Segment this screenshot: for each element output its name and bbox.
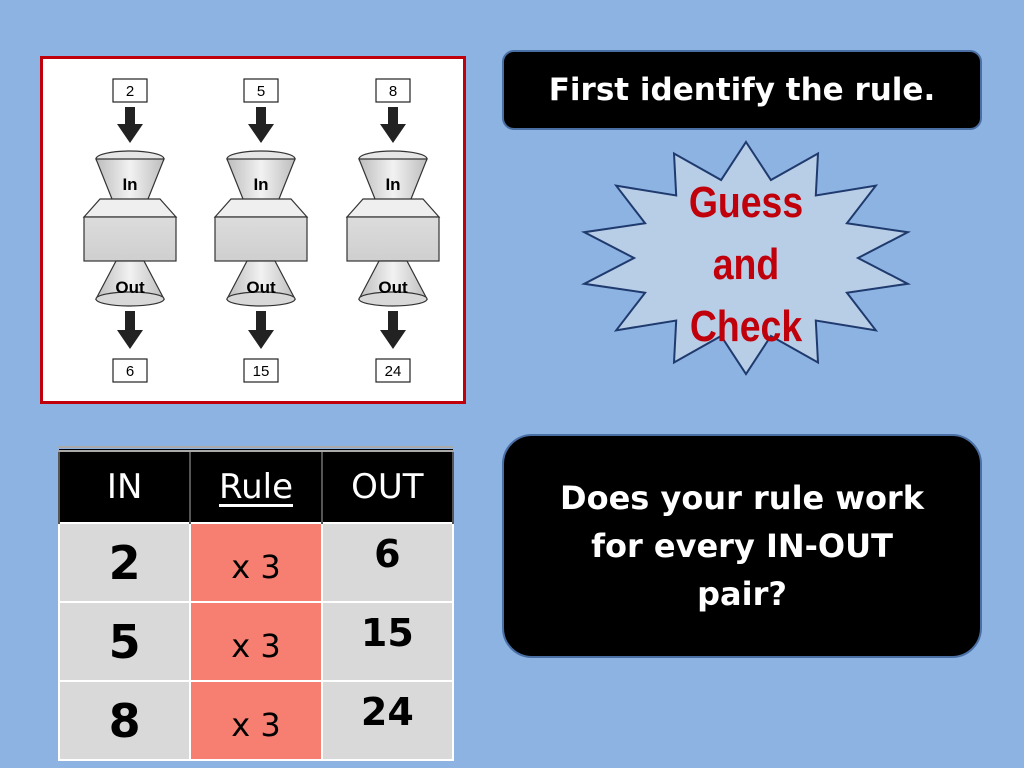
machine-3: 8 In Out 24 <box>345 78 441 383</box>
header-out: OUT <box>320 446 455 523</box>
table-row: 5 x 3 15 <box>57 601 455 682</box>
down-arrow-icon <box>248 311 274 349</box>
input-box <box>112 78 148 103</box>
in-label: In <box>253 175 268 194</box>
function-machines-diagram: 2 In Out 6 5 In Out <box>40 56 466 404</box>
function-machines-figure: 2 In Out 6 5 In Out <box>82 78 441 383</box>
input-value: 5 <box>257 83 265 100</box>
starburst-line-3: Check <box>689 302 803 351</box>
header-rule-text: Rule <box>218 467 293 507</box>
starburst-label: Guess and Check <box>673 172 819 358</box>
check-rule-callout: Does your rule work for every IN-OUT pai… <box>502 434 982 658</box>
out-cell: 15 <box>320 601 455 682</box>
machine-1: 2 In Out 6 <box>82 78 178 383</box>
machine-2: 5 In Out 15 <box>213 78 309 383</box>
starburst-shape <box>580 140 912 376</box>
rule-cell: x 3 <box>189 522 323 603</box>
down-arrow-icon <box>117 107 143 143</box>
input-box <box>375 78 411 103</box>
output-value: 6 <box>126 363 134 380</box>
rule-cell: x 3 <box>189 680 323 761</box>
input-value: 8 <box>389 83 397 100</box>
input-value: 2 <box>126 83 134 100</box>
out-cell: 6 <box>320 522 455 603</box>
rule-cell: x 3 <box>189 601 323 682</box>
header-rule: Rule <box>189 446 323 523</box>
out-label: Out <box>378 278 408 297</box>
table-header-row: IN Rule OUT <box>57 446 455 523</box>
out-label: Out <box>246 278 276 297</box>
in-label: In <box>385 175 400 194</box>
header-in: IN <box>57 446 192 523</box>
in-label: In <box>122 175 137 194</box>
table-row: 8 x 3 24 <box>57 680 455 761</box>
input-box <box>243 78 279 103</box>
down-arrow-icon <box>117 311 143 349</box>
down-arrow-icon <box>380 311 406 349</box>
output-value: 15 <box>253 363 270 380</box>
machine-box <box>346 216 440 262</box>
in-out-table: IN Rule OUT 2 x 3 6 5 x 3 15 8 x 3 24 <box>57 446 455 761</box>
machine-box <box>214 216 308 262</box>
identify-rule-callout: First identify the rule. <box>502 50 982 130</box>
identify-rule-text: First identify the rule. <box>548 72 936 108</box>
output-value: 24 <box>385 363 402 380</box>
output-box <box>375 358 411 383</box>
out-cell: 24 <box>320 680 455 761</box>
out-label: Out <box>115 278 145 297</box>
guess-and-check-starburst <box>580 140 912 376</box>
in-cell: 5 <box>57 601 192 682</box>
output-box <box>243 358 279 383</box>
table-row: 2 x 3 6 <box>57 522 455 603</box>
output-box <box>112 358 148 383</box>
machine-box <box>83 216 177 262</box>
down-arrow-icon <box>248 107 274 143</box>
down-arrow-icon <box>380 107 406 143</box>
in-cell: 2 <box>57 522 192 603</box>
starburst-line-1: Guess <box>688 178 804 227</box>
check-rule-text: Does your rule work for every IN-OUT pai… <box>560 479 924 613</box>
starburst-line-2: and <box>712 240 780 289</box>
in-cell: 8 <box>57 680 192 761</box>
